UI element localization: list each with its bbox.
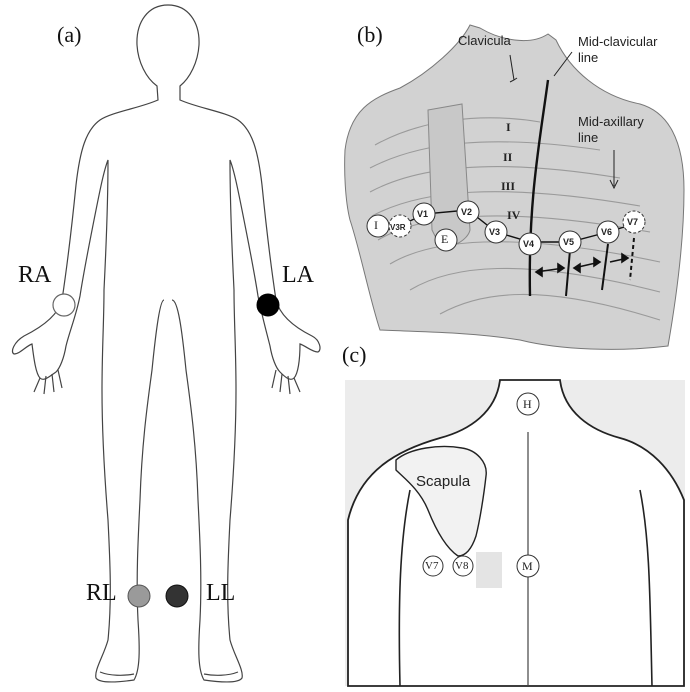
mid-axillary-label-1: Mid-axillary [578, 114, 644, 129]
la-electrode [257, 294, 279, 316]
mid-axillary-label-2: line [578, 130, 598, 145]
back-electrode-v8-label: V8 [455, 559, 468, 574]
mid-clavicular-label-1: Mid-clavicular [578, 34, 657, 49]
chest-electrode-v2-label: V2 [461, 205, 472, 220]
rib-label-3: III [501, 179, 515, 194]
rib-label-1: I [506, 120, 511, 135]
mid-clavicular-label-2: line [578, 50, 598, 65]
panel-label-c: (c) [342, 342, 366, 368]
scapula-label: Scapula [416, 474, 470, 489]
chest-electrode-e-label: E [441, 232, 448, 247]
rl-label: RL [86, 580, 117, 607]
chest-electrode-i-label: I [374, 218, 378, 233]
chest-electrode-v5-label: V5 [563, 235, 574, 250]
panel-label-b: (b) [357, 22, 383, 48]
sternum [428, 104, 470, 247]
rl-electrode [128, 585, 150, 607]
chest-electrode-v1-label: V1 [417, 207, 428, 222]
panel-label-a: (a) [57, 22, 81, 48]
chest-electrode-v3-label: V3 [489, 225, 500, 240]
back-electrode-h-label: H [523, 397, 532, 412]
body-outline [12, 5, 320, 682]
rib-label-2: II [503, 150, 512, 165]
ll-label: LL [206, 580, 235, 607]
back-electrode-m-label: M [522, 559, 533, 574]
rib-label-4: IV [507, 208, 520, 223]
chest-electrode-v7-label: V7 [627, 215, 638, 230]
chest-electrode-v3r-label: V3R [390, 220, 406, 235]
back-electrode-v7-label: V7 [425, 559, 438, 574]
back-panel [345, 380, 685, 686]
chest-electrode-v6-label: V6 [601, 225, 612, 240]
ra-electrode [53, 294, 75, 316]
la-label: LA [282, 262, 314, 289]
ll-electrode [166, 585, 188, 607]
ra-label: RA [18, 262, 51, 289]
chest-electrode-i [367, 215, 389, 237]
clavicula-label: Clavicula [458, 33, 511, 48]
chest-electrode-v4-label: V4 [523, 237, 534, 252]
